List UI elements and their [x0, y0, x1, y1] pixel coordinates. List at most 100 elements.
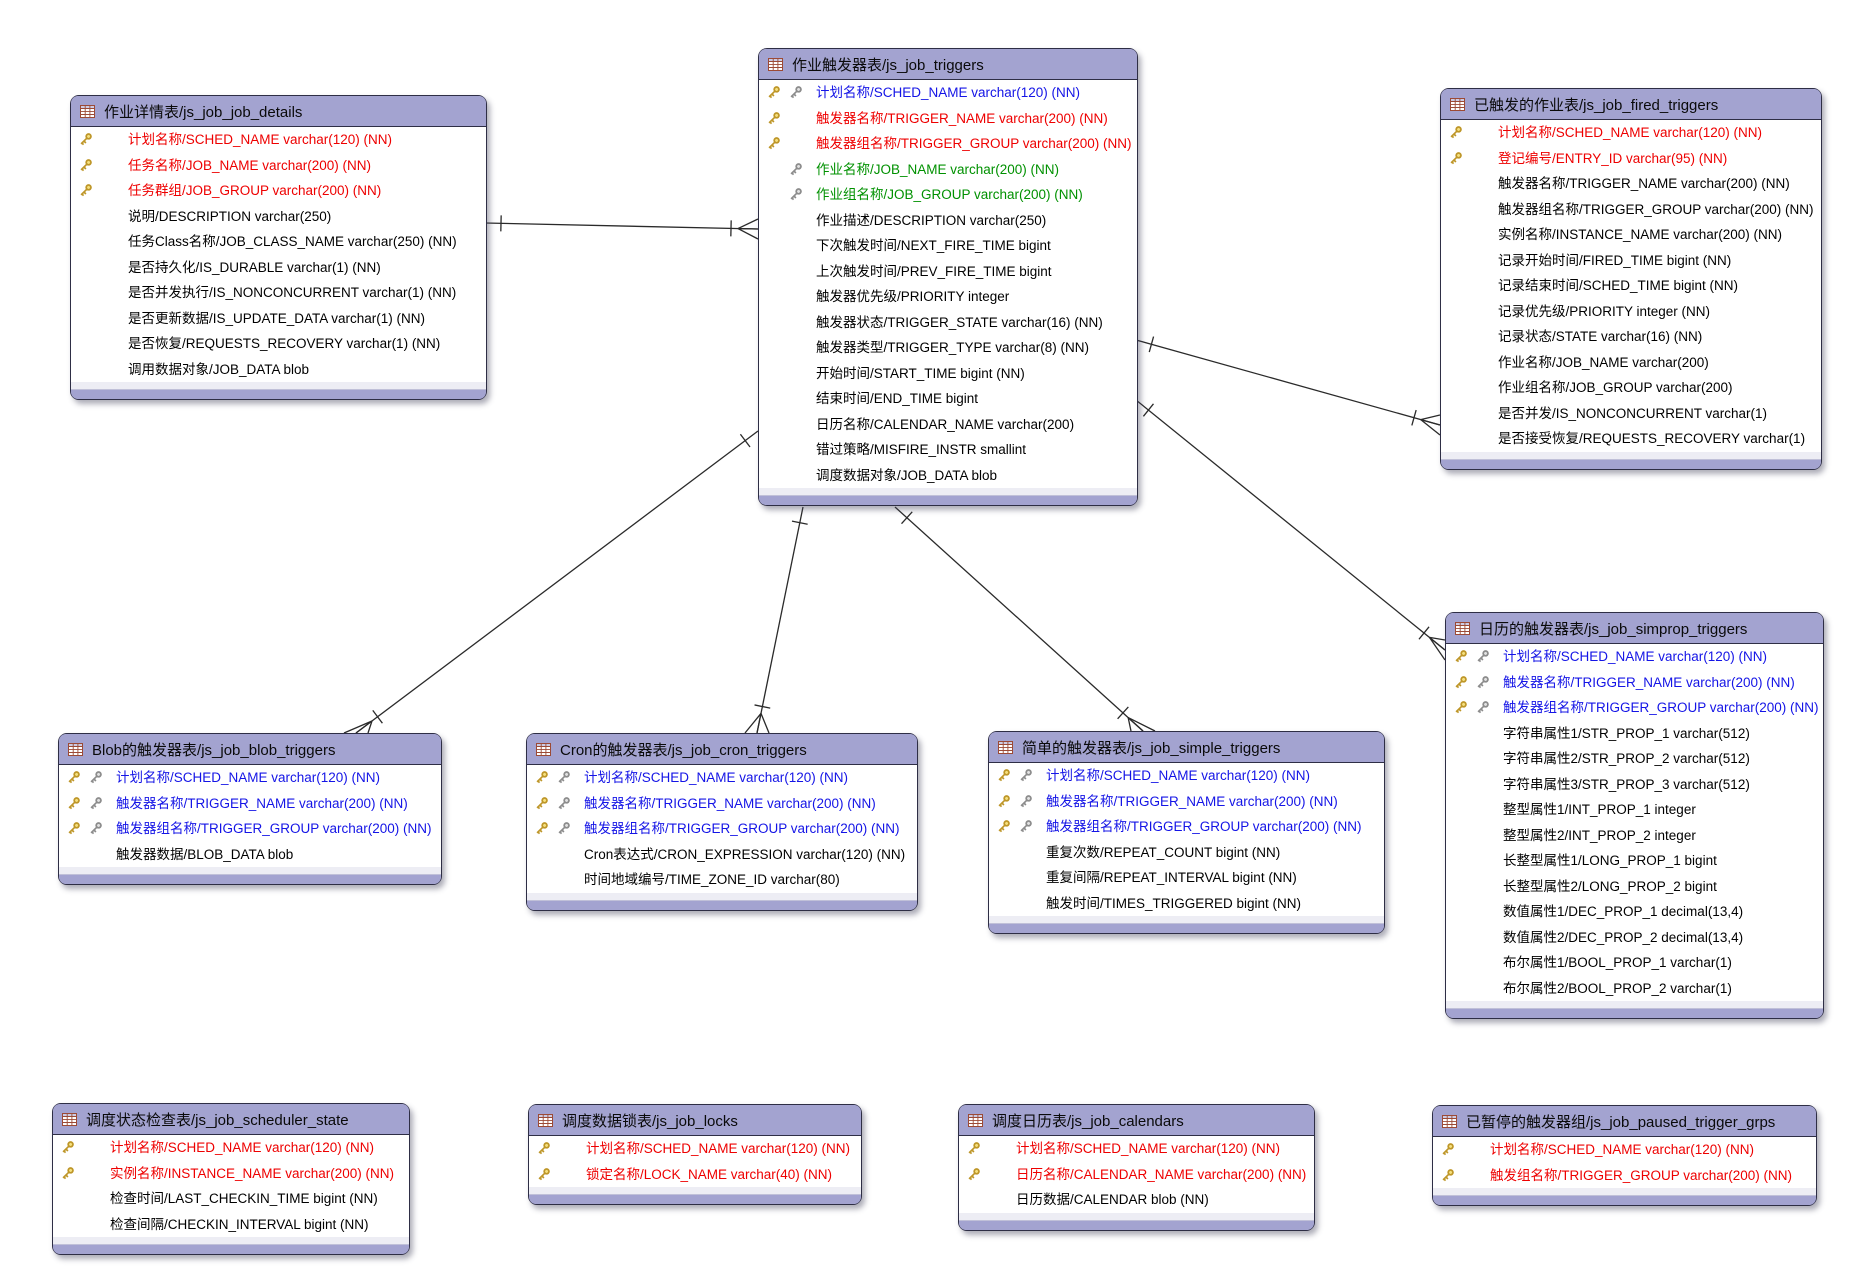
table-header[interactable]: 调度状态检查表/js_job_scheduler_state	[53, 1104, 409, 1135]
column-row[interactable]: 记录结束时间/SCHED_TIME bigint (NN)	[1441, 273, 1821, 299]
column-row[interactable]: 上次触发时间/PREV_FIRE_TIME bigint	[759, 259, 1137, 285]
column-row[interactable]: 布尔属性1/BOOL_PROP_1 varchar(1)	[1446, 950, 1823, 976]
column-row[interactable]: 触发器组名称/TRIGGER_GROUP varchar(200) (NN)	[1441, 197, 1821, 223]
column-row[interactable]: 任务Class名称/JOB_CLASS_NAME varchar(250) (N…	[71, 229, 486, 255]
column-row[interactable]: 计划名称/SCHED_NAME varchar(120) (NN)	[1441, 120, 1821, 146]
column-row[interactable]: 字符串属性1/STR_PROP_1 varchar(512)	[1446, 721, 1823, 747]
column-row[interactable]: 触发器名称/TRIGGER_NAME varchar(200) (NN)	[759, 106, 1137, 132]
column-row[interactable]: 触发器类型/TRIGGER_TYPE varchar(8) (NN)	[759, 335, 1137, 361]
column-row[interactable]: 任务群组/JOB_GROUP varchar(200) (NN)	[71, 178, 486, 204]
column-row[interactable]: 长整型属性1/LONG_PROP_1 bigint	[1446, 848, 1823, 874]
column-row[interactable]: 作业组名称/JOB_GROUP varchar(200)	[1441, 375, 1821, 401]
column-row[interactable]: 记录优先级/PRIORITY integer (NN)	[1441, 299, 1821, 325]
column-row[interactable]: 重复次数/REPEAT_COUNT bigint (NN)	[989, 840, 1384, 866]
table-header[interactable]: 作业详情表/js_job_job_details	[71, 96, 486, 127]
column-row[interactable]: 触发器组名称/TRIGGER_GROUP varchar(200) (NN)	[759, 131, 1137, 157]
column-row[interactable]: 触发器名称/TRIGGER_NAME varchar(200) (NN)	[1446, 670, 1823, 696]
column-row[interactable]: 计划名称/SCHED_NAME varchar(120) (NN)	[1446, 644, 1823, 670]
column-row[interactable]: 数值属性1/DEC_PROP_1 decimal(13,4)	[1446, 899, 1823, 925]
column-row[interactable]: 记录状态/STATE varchar(16) (NN)	[1441, 324, 1821, 350]
table-header[interactable]: 已触发的作业表/js_job_fired_triggers	[1441, 89, 1821, 120]
column-row[interactable]: 实例名称/INSTANCE_NAME varchar(200) (NN)	[1441, 222, 1821, 248]
column-row[interactable]: 触发器数据/BLOB_DATA blob	[59, 842, 441, 868]
table-header[interactable]: 已暂停的触发器组/js_job_paused_trigger_grps	[1433, 1106, 1816, 1137]
column-row[interactable]: 时间地域编号/TIME_ZONE_ID varchar(80)	[527, 867, 917, 893]
column-row[interactable]: 错过策略/MISFIRE_INSTR smallint	[759, 437, 1137, 463]
column-row[interactable]: 重复间隔/REPEAT_INTERVAL bigint (NN)	[989, 865, 1384, 891]
column-row[interactable]: 触发器组名称/TRIGGER_GROUP varchar(200) (NN)	[989, 814, 1384, 840]
column-row[interactable]: 计划名称/SCHED_NAME varchar(120) (NN)	[759, 80, 1137, 106]
column-row[interactable]: 触发器名称/TRIGGER_NAME varchar(200) (NN)	[527, 791, 917, 817]
column-row[interactable]: 整型属性2/INT_PROP_2 integer	[1446, 823, 1823, 849]
column-row[interactable]: 日历名称/CALENDAR_NAME varchar(200)	[759, 412, 1137, 438]
column-row[interactable]: 触发器组名称/TRIGGER_GROUP varchar(200) (NN)	[59, 816, 441, 842]
relationship-js_job_triggers-js_job_fired_triggers[interactable]	[1135, 336, 1441, 436]
column-row[interactable]: 触发器组名称/TRIGGER_GROUP varchar(200) (NN)	[1446, 695, 1823, 721]
column-row[interactable]: 计划名称/SCHED_NAME varchar(120) (NN)	[959, 1136, 1314, 1162]
relationship-js_job_triggers-js_job_cron_triggers[interactable]	[744, 506, 808, 734]
column-row[interactable]: 任务名称/JOB_NAME varchar(200) (NN)	[71, 153, 486, 179]
column-row[interactable]: 触发组名称/TRIGGER_GROUP varchar(200) (NN)	[1433, 1163, 1816, 1189]
column-row[interactable]: 计划名称/SCHED_NAME varchar(120) (NN)	[53, 1135, 409, 1161]
column-row[interactable]: 日历名称/CALENDAR_NAME varchar(200) (NN)	[959, 1162, 1314, 1188]
column-row[interactable]: 字符串属性3/STR_PROP_3 varchar(512)	[1446, 772, 1823, 798]
column-row[interactable]: 调度数据对象/JOB_DATA blob	[759, 463, 1137, 489]
column-row[interactable]: 布尔属性2/BOOL_PROP_2 varchar(1)	[1446, 976, 1823, 1002]
column-row[interactable]: 日历数据/CALENDAR blob (NN)	[959, 1187, 1314, 1213]
table-header[interactable]: 调度日历表/js_job_calendars	[959, 1105, 1314, 1136]
column-row[interactable]: 计划名称/SCHED_NAME varchar(120) (NN)	[59, 765, 441, 791]
column-row[interactable]: 字符串属性2/STR_PROP_2 varchar(512)	[1446, 746, 1823, 772]
column-row[interactable]: 计划名称/SCHED_NAME varchar(120) (NN)	[529, 1136, 861, 1162]
table-header[interactable]: Blob的触发器表/js_job_blob_triggers	[59, 734, 441, 765]
column-row[interactable]: 作业名称/JOB_NAME varchar(200)	[1441, 350, 1821, 376]
column-row[interactable]: 触发器状态/TRIGGER_STATE varchar(16) (NN)	[759, 310, 1137, 336]
column-row[interactable]: 作业描述/DESCRIPTION varchar(250)	[759, 208, 1137, 234]
column-row[interactable]: 作业名称/JOB_NAME varchar(200) (NN)	[759, 157, 1137, 183]
table-header[interactable]: 简单的触发器表/js_job_simple_triggers	[989, 732, 1384, 763]
column-row[interactable]: 登记编号/ENTRY_ID varchar(95) (NN)	[1441, 146, 1821, 172]
column-row[interactable]: 整型属性1/INT_PROP_1 integer	[1446, 797, 1823, 823]
column-row[interactable]: 数值属性2/DEC_PROP_2 decimal(13,4)	[1446, 925, 1823, 951]
column-row[interactable]: 触发器优先级/PRIORITY integer	[759, 284, 1137, 310]
column-row[interactable]: 计划名称/SCHED_NAME varchar(120) (NN)	[989, 763, 1384, 789]
column-row[interactable]: 触发器组名称/TRIGGER_GROUP varchar(200) (NN)	[527, 816, 917, 842]
column-row[interactable]: 是否接受恢复/REQUESTS_RECOVERY varchar(1)	[1441, 426, 1821, 452]
table-header[interactable]: 作业触发器表/js_job_triggers	[759, 49, 1137, 80]
column-row[interactable]: 触发器名称/TRIGGER_NAME varchar(200) (NN)	[1441, 171, 1821, 197]
relationship-js_job_job_details-js_job_triggers[interactable]	[484, 215, 759, 240]
column-row[interactable]: 是否持久化/IS_DURABLE varchar(1) (NN)	[71, 255, 486, 281]
column-row[interactable]: 是否恢复/REQUESTS_RECOVERY varchar(1) (NN)	[71, 331, 486, 357]
column-row[interactable]: 检查时间/LAST_CHECKIN_TIME bigint (NN)	[53, 1186, 409, 1212]
column-row[interactable]: 是否并发/IS_NONCONCURRENT varchar(1)	[1441, 401, 1821, 427]
column-row[interactable]: 计划名称/SCHED_NAME varchar(120) (NN)	[1433, 1137, 1816, 1163]
column-row[interactable]: 锁定名称/LOCK_NAME varchar(40) (NN)	[529, 1162, 861, 1188]
column-row[interactable]: 触发器名称/TRIGGER_NAME varchar(200) (NN)	[989, 789, 1384, 815]
table-header[interactable]: Cron的触发器表/js_job_cron_triggers	[527, 734, 917, 765]
relationship-js_job_triggers-js_job_simprop_triggers[interactable]	[1135, 399, 1446, 661]
column-row[interactable]: 触发时间/TIMES_TRIGGERED bigint (NN)	[989, 891, 1384, 917]
relationship-js_job_triggers-js_job_blob_triggers[interactable]	[343, 430, 759, 734]
column-row[interactable]: 开始时间/START_TIME bigint (NN)	[759, 361, 1137, 387]
column-row[interactable]: 计划名称/SCHED_NAME varchar(120) (NN)	[71, 127, 486, 153]
column-row[interactable]: 结束时间/END_TIME bigint	[759, 386, 1137, 412]
column-row[interactable]: Cron表达式/CRON_EXPRESSION varchar(120) (NN…	[527, 842, 917, 868]
column-row[interactable]: 作业组名称/JOB_GROUP varchar(200) (NN)	[759, 182, 1137, 208]
table-header[interactable]: 日历的触发器表/js_job_simprop_triggers	[1446, 613, 1823, 644]
column-row[interactable]: 记录开始时间/FIRED_TIME bigint (NN)	[1441, 248, 1821, 274]
column-row[interactable]: 是否并发执行/IS_NONCONCURRENT varchar(1) (NN)	[71, 280, 486, 306]
column-row[interactable]: 实例名称/INSTANCE_NAME varchar(200) (NN)	[53, 1161, 409, 1187]
column-row[interactable]: 说明/DESCRIPTION varchar(250)	[71, 204, 486, 230]
column-row[interactable]: 调用数据对象/JOB_DATA blob	[71, 357, 486, 383]
column-row[interactable]: 长整型属性2/LONG_PROP_2 bigint	[1446, 874, 1823, 900]
column-row[interactable]: 计划名称/SCHED_NAME varchar(120) (NN)	[527, 765, 917, 791]
column-row[interactable]: 检查间隔/CHECKIN_INTERVAL bigint (NN)	[53, 1212, 409, 1238]
